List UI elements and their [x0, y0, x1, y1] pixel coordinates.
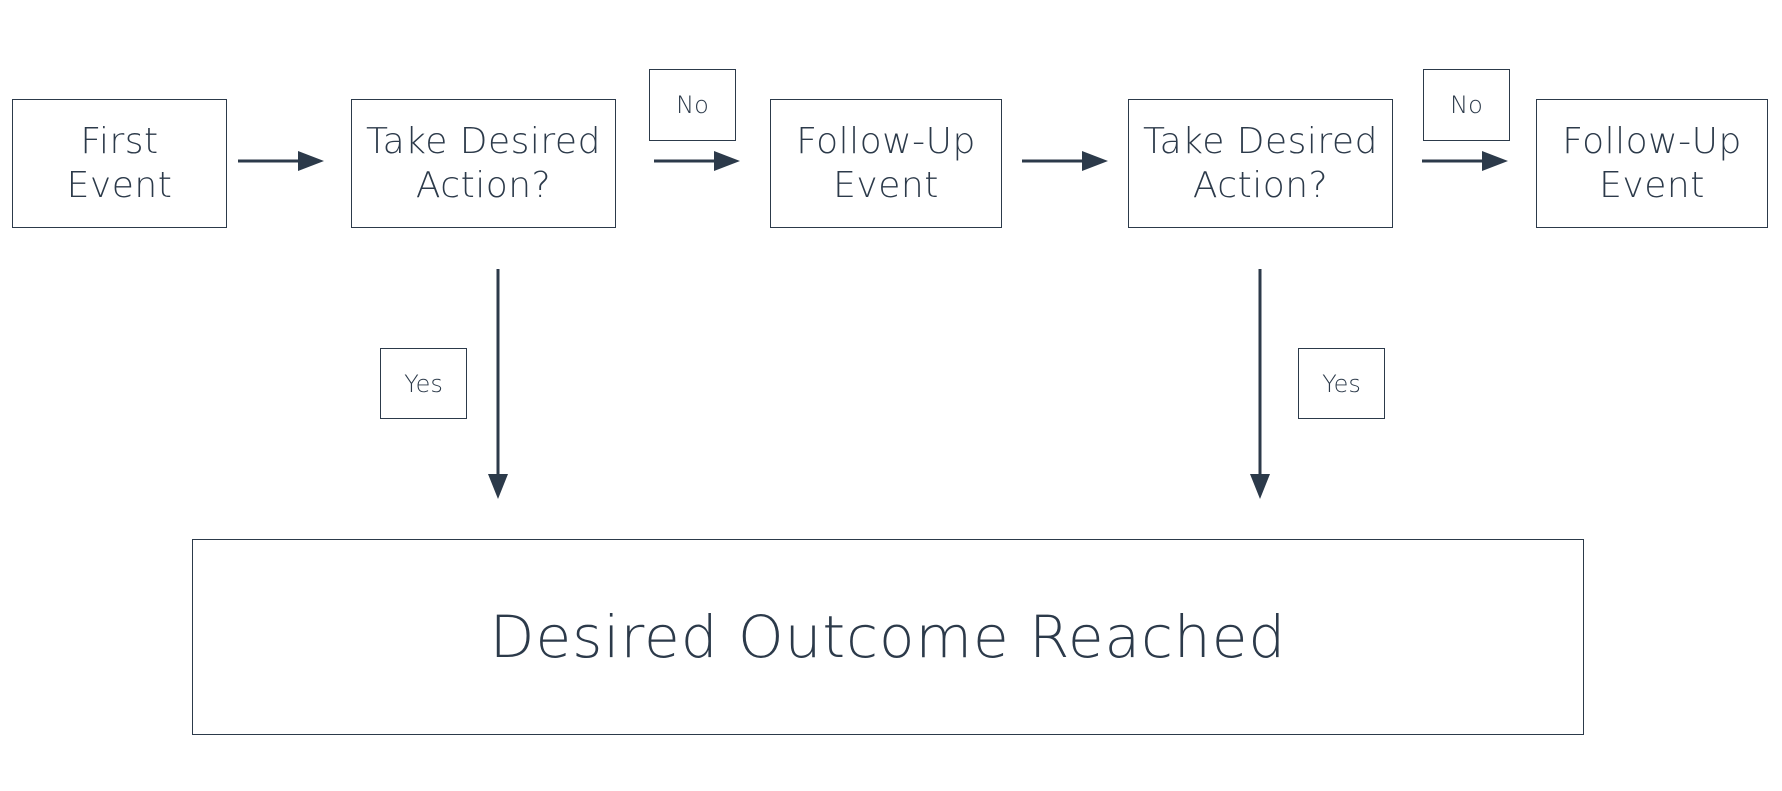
- arrow-decision-2-to-follow-up-2: [1422, 151, 1508, 171]
- follow-up-event-label-2: Follow-Up Event: [1562, 120, 1742, 206]
- desired-outcome-box: Desired Outcome Reached: [192, 539, 1584, 735]
- yes-label-box-2: Yes: [1298, 348, 1385, 419]
- follow-up-event-label-1: Follow-Up Event: [796, 120, 976, 206]
- follow-up-event-box-2: Follow-Up Event: [1536, 99, 1768, 228]
- decision-box-2: Take Desired Action?: [1128, 99, 1393, 228]
- no-label-box-2: No: [1423, 69, 1510, 141]
- arrow-first-to-decision-1: [238, 151, 324, 171]
- yes-label-2: Yes: [1322, 369, 1361, 398]
- yes-label-box-1: Yes: [380, 348, 467, 419]
- arrow-decision-1-to-outcome: [488, 269, 508, 499]
- decision-label-1: Take Desired Action?: [366, 120, 601, 206]
- desired-outcome-label: Desired Outcome Reached: [489, 603, 1287, 671]
- follow-up-event-box-1: Follow-Up Event: [770, 99, 1002, 228]
- decision-box-1: Take Desired Action?: [351, 99, 616, 228]
- no-label-2: No: [1450, 91, 1483, 119]
- arrow-decision-2-to-outcome: [1250, 269, 1270, 499]
- no-label-1: No: [676, 91, 709, 119]
- no-label-box-1: No: [649, 69, 736, 141]
- first-event-box: First Event: [12, 99, 227, 228]
- arrow-decision-1-to-follow-up-1: [654, 151, 740, 171]
- first-event-label: First Event: [66, 120, 173, 206]
- yes-label-1: Yes: [404, 369, 443, 398]
- arrow-follow-up-1-to-decision-2: [1022, 151, 1108, 171]
- decision-label-2: Take Desired Action?: [1143, 120, 1378, 206]
